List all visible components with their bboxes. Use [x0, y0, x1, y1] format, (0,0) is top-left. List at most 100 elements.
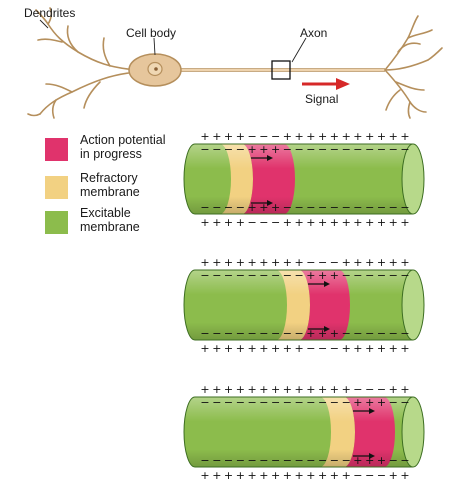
- charge-symbol: −: [200, 143, 209, 156]
- charge-symbol: −: [200, 269, 209, 282]
- segment-outline: [183, 269, 413, 341]
- charge-symbol: +: [283, 383, 292, 396]
- charge-symbol: −: [330, 396, 339, 409]
- outer-charges-top: +++++++++−−−++++++: [200, 256, 409, 269]
- charge-symbol: −: [353, 143, 362, 156]
- charge-symbol: +: [353, 256, 362, 269]
- charge-symbol: −: [200, 454, 209, 467]
- propagation-arrow-top: [308, 281, 330, 287]
- charge-symbol: +: [200, 256, 209, 269]
- legend-swatch-action-potential: [45, 138, 68, 161]
- segment-body: [184, 397, 424, 467]
- charge-symbol: +: [318, 130, 327, 143]
- outer-charges-bottom: ++++−−−+++++++++++: [200, 216, 409, 229]
- charge-symbol: −: [294, 269, 303, 282]
- charge-symbol: −: [200, 201, 209, 214]
- charge-symbol: +: [247, 342, 256, 355]
- charge-symbol: −: [224, 454, 233, 467]
- charge-symbol: −: [212, 269, 221, 282]
- charge-symbol: −: [271, 396, 280, 409]
- charge-symbol: −: [330, 342, 339, 355]
- charge-symbol: +: [330, 469, 339, 482]
- neuron-illustration: [27, 7, 443, 119]
- charge-symbol: +: [330, 383, 339, 396]
- charge-symbol: −: [400, 454, 409, 467]
- charge-symbol: +: [389, 130, 398, 143]
- charge-symbol: −: [389, 396, 398, 409]
- charge-symbol: +: [294, 342, 303, 355]
- charge-symbol: −: [365, 143, 374, 156]
- charge-symbol: −: [306, 396, 315, 409]
- axon-segment-1: ++++−−−+++++++++++−−−−+++−−−−−−−−−−−−−−−…: [183, 130, 425, 229]
- inner-charges-top: −−−−+++−−−−−−−−−−−: [200, 143, 409, 156]
- charge-symbol: +: [236, 256, 245, 269]
- charge-symbol: +: [212, 469, 221, 482]
- charge-symbol: +: [330, 269, 339, 282]
- charge-symbol: −: [377, 383, 386, 396]
- charge-symbol: −: [200, 327, 209, 340]
- charge-symbol: +: [353, 130, 362, 143]
- arrow-head: [267, 155, 273, 161]
- propagation-arrow-top: [251, 155, 273, 161]
- charge-symbol: +: [365, 454, 374, 467]
- charge-symbol: +: [283, 130, 292, 143]
- charge-symbol: −: [365, 327, 374, 340]
- charge-symbol: +: [389, 342, 398, 355]
- charge-symbol: −: [306, 454, 315, 467]
- charge-symbol: +: [318, 216, 327, 229]
- propagation-arrow-top: [353, 408, 375, 414]
- charge-symbol: −: [224, 396, 233, 409]
- charge-symbol: +: [400, 469, 409, 482]
- charge-symbol: +: [283, 216, 292, 229]
- legend-line: membrane: [80, 185, 140, 199]
- charge-symbol: −: [306, 256, 315, 269]
- charge-symbol: +: [318, 327, 327, 340]
- charge-symbol: −: [294, 396, 303, 409]
- charge-symbol: +: [353, 342, 362, 355]
- charge-symbol: +: [212, 216, 221, 229]
- charge-symbol: +: [330, 216, 339, 229]
- charge-symbol: +: [377, 454, 386, 467]
- outer-charges-top: +++++++++++++−−−++: [200, 383, 409, 396]
- charge-symbol: −: [318, 201, 327, 214]
- charge-symbol: −: [389, 327, 398, 340]
- charge-symbol: −: [200, 396, 209, 409]
- charge-symbol: −: [259, 454, 268, 467]
- outer-charges-bottom: +++++++++++++−−−++: [200, 469, 409, 482]
- charge-symbol: −: [330, 256, 339, 269]
- charge-symbol: +: [365, 396, 374, 409]
- charge-symbol: +: [400, 216, 409, 229]
- charge-symbol: −: [400, 396, 409, 409]
- charge-symbol: +: [212, 342, 221, 355]
- charge-symbol: −: [318, 396, 327, 409]
- segment-body: [184, 270, 424, 340]
- charge-symbol: −: [294, 454, 303, 467]
- inner-charges-top: −−−−−−−−−+++−−−−−−: [200, 269, 409, 282]
- arrow-head: [369, 453, 375, 459]
- inner-charges-top: −−−−−−−−−−−−−+++−−: [200, 396, 409, 409]
- charge-symbol: +: [247, 201, 256, 214]
- segment-end-cap: [401, 396, 425, 468]
- charge-symbol: −: [236, 327, 245, 340]
- axon-segment-2: +++++++++−−−++++++−−−−−−−−−+++−−−−−−−−−−…: [183, 256, 425, 355]
- charge-symbol: −: [400, 269, 409, 282]
- charge-symbol: +: [236, 216, 245, 229]
- charge-symbol: −: [283, 454, 292, 467]
- charge-symbol: +: [400, 342, 409, 355]
- charge-symbol: +: [306, 269, 315, 282]
- charge-symbol: −: [247, 396, 256, 409]
- charge-symbol: +: [271, 342, 280, 355]
- axon-segment-3: +++++++++++++−−−++−−−−−−−−−−−−−+++−−−−−−…: [183, 383, 425, 482]
- legend-line: Action potential: [80, 133, 166, 147]
- charge-symbol: −: [377, 143, 386, 156]
- charge-symbol: +: [247, 143, 256, 156]
- charge-symbol: +: [224, 342, 233, 355]
- charge-symbol: −: [271, 454, 280, 467]
- charge-symbol: −: [365, 383, 374, 396]
- charge-symbol: −: [389, 143, 398, 156]
- outer-charges-bottom: +++++++++−−−++++++: [200, 342, 409, 355]
- charge-symbol: −: [224, 327, 233, 340]
- cell-body-leader-line: [153, 37, 156, 56]
- charge-symbol: −: [224, 201, 233, 214]
